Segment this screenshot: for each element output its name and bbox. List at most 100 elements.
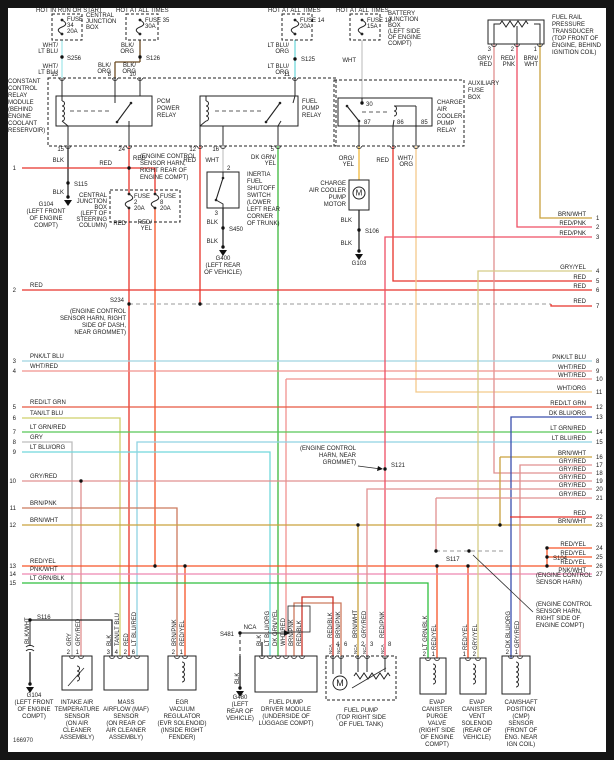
diagram-label: BRN/WHT: [353, 610, 359, 638]
splice-dot: [434, 549, 438, 553]
connector-pin-icon: [117, 655, 123, 659]
switch-icon: [265, 102, 281, 123]
diagram-label: (TOP RIGHT SIDE: [336, 715, 386, 721]
diagram-label: S117: [446, 557, 460, 563]
fuse-terminal: [153, 206, 157, 210]
switch-icon: [346, 105, 360, 122]
diagram-label: G104: [39, 202, 54, 208]
diagram-label: ENGINE: [8, 114, 31, 120]
diagram-label: OF ENGINE: [388, 35, 421, 41]
diagram-label: RED: [573, 275, 586, 281]
diagram-label: AUXILIARY: [468, 81, 499, 87]
connector-pin-icon: [197, 145, 203, 149]
diagram-label: 14: [596, 430, 603, 436]
ccrm-box: [47, 77, 337, 147]
diagram-label: 15: [596, 440, 603, 446]
splice-dot: [545, 564, 549, 568]
switch-icon: [215, 177, 224, 201]
diagram-label: LEFT REAR: [247, 207, 281, 213]
diagram-label: G103: [352, 261, 367, 267]
diagram-label: 3: [215, 211, 219, 217]
fuse-icon: [150, 193, 160, 209]
diagram-label: CONTROL: [8, 86, 38, 92]
switch-terminal: [115, 120, 119, 124]
diagram-label: 24: [596, 546, 603, 552]
diagram-label: COMPT): [388, 41, 412, 47]
diagram-label: G400: [216, 256, 231, 262]
diagram-label: 2: [596, 225, 600, 231]
connector-pin-icon: [291, 655, 297, 659]
diagram-label: BOX: [94, 205, 107, 211]
diagram-label: SOLENOID: [461, 721, 493, 727]
diagram-label: RIGHT REAR OF: [140, 168, 187, 174]
ground-dot: [238, 686, 242, 690]
diagram-label: BLK: [207, 239, 218, 245]
diagram-label: RED: [376, 158, 389, 164]
diagram-label: 8: [13, 440, 17, 446]
wire-segment: [61, 120, 69, 127]
diagram-label: DK BLU/ORG: [549, 411, 586, 417]
ground-icon: [219, 250, 227, 256]
fuse-terminal: [293, 32, 297, 36]
diagram-label: OF VEHICLE): [204, 270, 242, 276]
diagram-label: BATTERY: [388, 11, 415, 17]
diagram-label: RED/YEL: [432, 624, 438, 650]
diagram-label: 26: [596, 564, 603, 570]
diagram-label: CONSTANT: [8, 79, 41, 85]
diagram-label: RED: [479, 62, 492, 68]
diagram-label: INTAKE AIR: [61, 700, 94, 706]
diagram-label: 8: [108, 72, 112, 78]
diagram-label: 87: [364, 120, 371, 126]
connector-pin-icon: [112, 77, 118, 81]
diagram-label: BLK: [235, 673, 241, 684]
diagram-label: NEAR GROMMET): [74, 330, 126, 336]
diagram-label: EGR: [175, 700, 189, 706]
connector-pin-icon: [182, 655, 188, 659]
diagram-label: RED/: [501, 56, 516, 62]
diagram-label: (ON REAR OF: [106, 721, 146, 727]
wire-segment: [293, 602, 342, 656]
switch-terminal: [278, 101, 282, 105]
diagram-label: LT BLU/: [268, 64, 290, 70]
coil-icon: [393, 105, 397, 117]
diagram-label: STEERING: [76, 217, 107, 223]
wire-segment: [519, 464, 592, 656]
diagram-label: S126: [146, 56, 161, 62]
diagram-label: CANISTER: [462, 707, 493, 713]
diagram-label: TRANSDUCER: [552, 29, 594, 35]
diagram-label: 13: [596, 415, 603, 421]
diagram-label: MASS: [117, 700, 134, 706]
diagram-label: SENSOR: [113, 714, 139, 720]
diagram-label: BLK/: [121, 43, 134, 49]
fuse-icon: [124, 193, 134, 209]
splice-dot: [435, 564, 439, 568]
diagram-label: WHT/: [43, 43, 59, 49]
splice-dot: [466, 564, 470, 568]
diagram-label: 2: [506, 650, 510, 656]
diagram-label: (LOWER: [247, 200, 272, 206]
diagram-label: 9: [596, 369, 600, 375]
diagram-label: S125: [301, 57, 316, 63]
diagram-label: 6: [344, 642, 348, 648]
diagram-label: (INSIDE RIGHT: [161, 728, 204, 734]
diagram-label: COMPT): [34, 223, 58, 229]
wire-segment: [22, 507, 178, 656]
ground-dot: [28, 682, 32, 686]
diagram-label: GRY/RED: [559, 475, 587, 481]
splice-dot: [28, 618, 32, 622]
connector-pin-icon: [537, 43, 543, 47]
fuel-rail-pressure-transducer-box: [487, 19, 545, 45]
diagram-label: 13: [51, 72, 58, 78]
diagram-label: EVAP: [429, 700, 445, 706]
diagram-label: AIR COOLER: [309, 188, 347, 194]
diagram-label: BLK: [257, 635, 263, 646]
diagram-label: ASSEMBLY): [60, 735, 94, 741]
diagram-label: (FRONT OF: [505, 728, 538, 734]
fuse-box-3: [281, 13, 313, 41]
connector-pin-icon: [475, 657, 481, 661]
diagram-label: (LEFT OF: [80, 211, 107, 217]
diagram-label: S450: [229, 227, 244, 233]
diagram-label: YEL: [265, 161, 277, 167]
diagram-label: GRY/: [477, 56, 492, 62]
diagram-label: FUSE 35: [145, 18, 170, 24]
